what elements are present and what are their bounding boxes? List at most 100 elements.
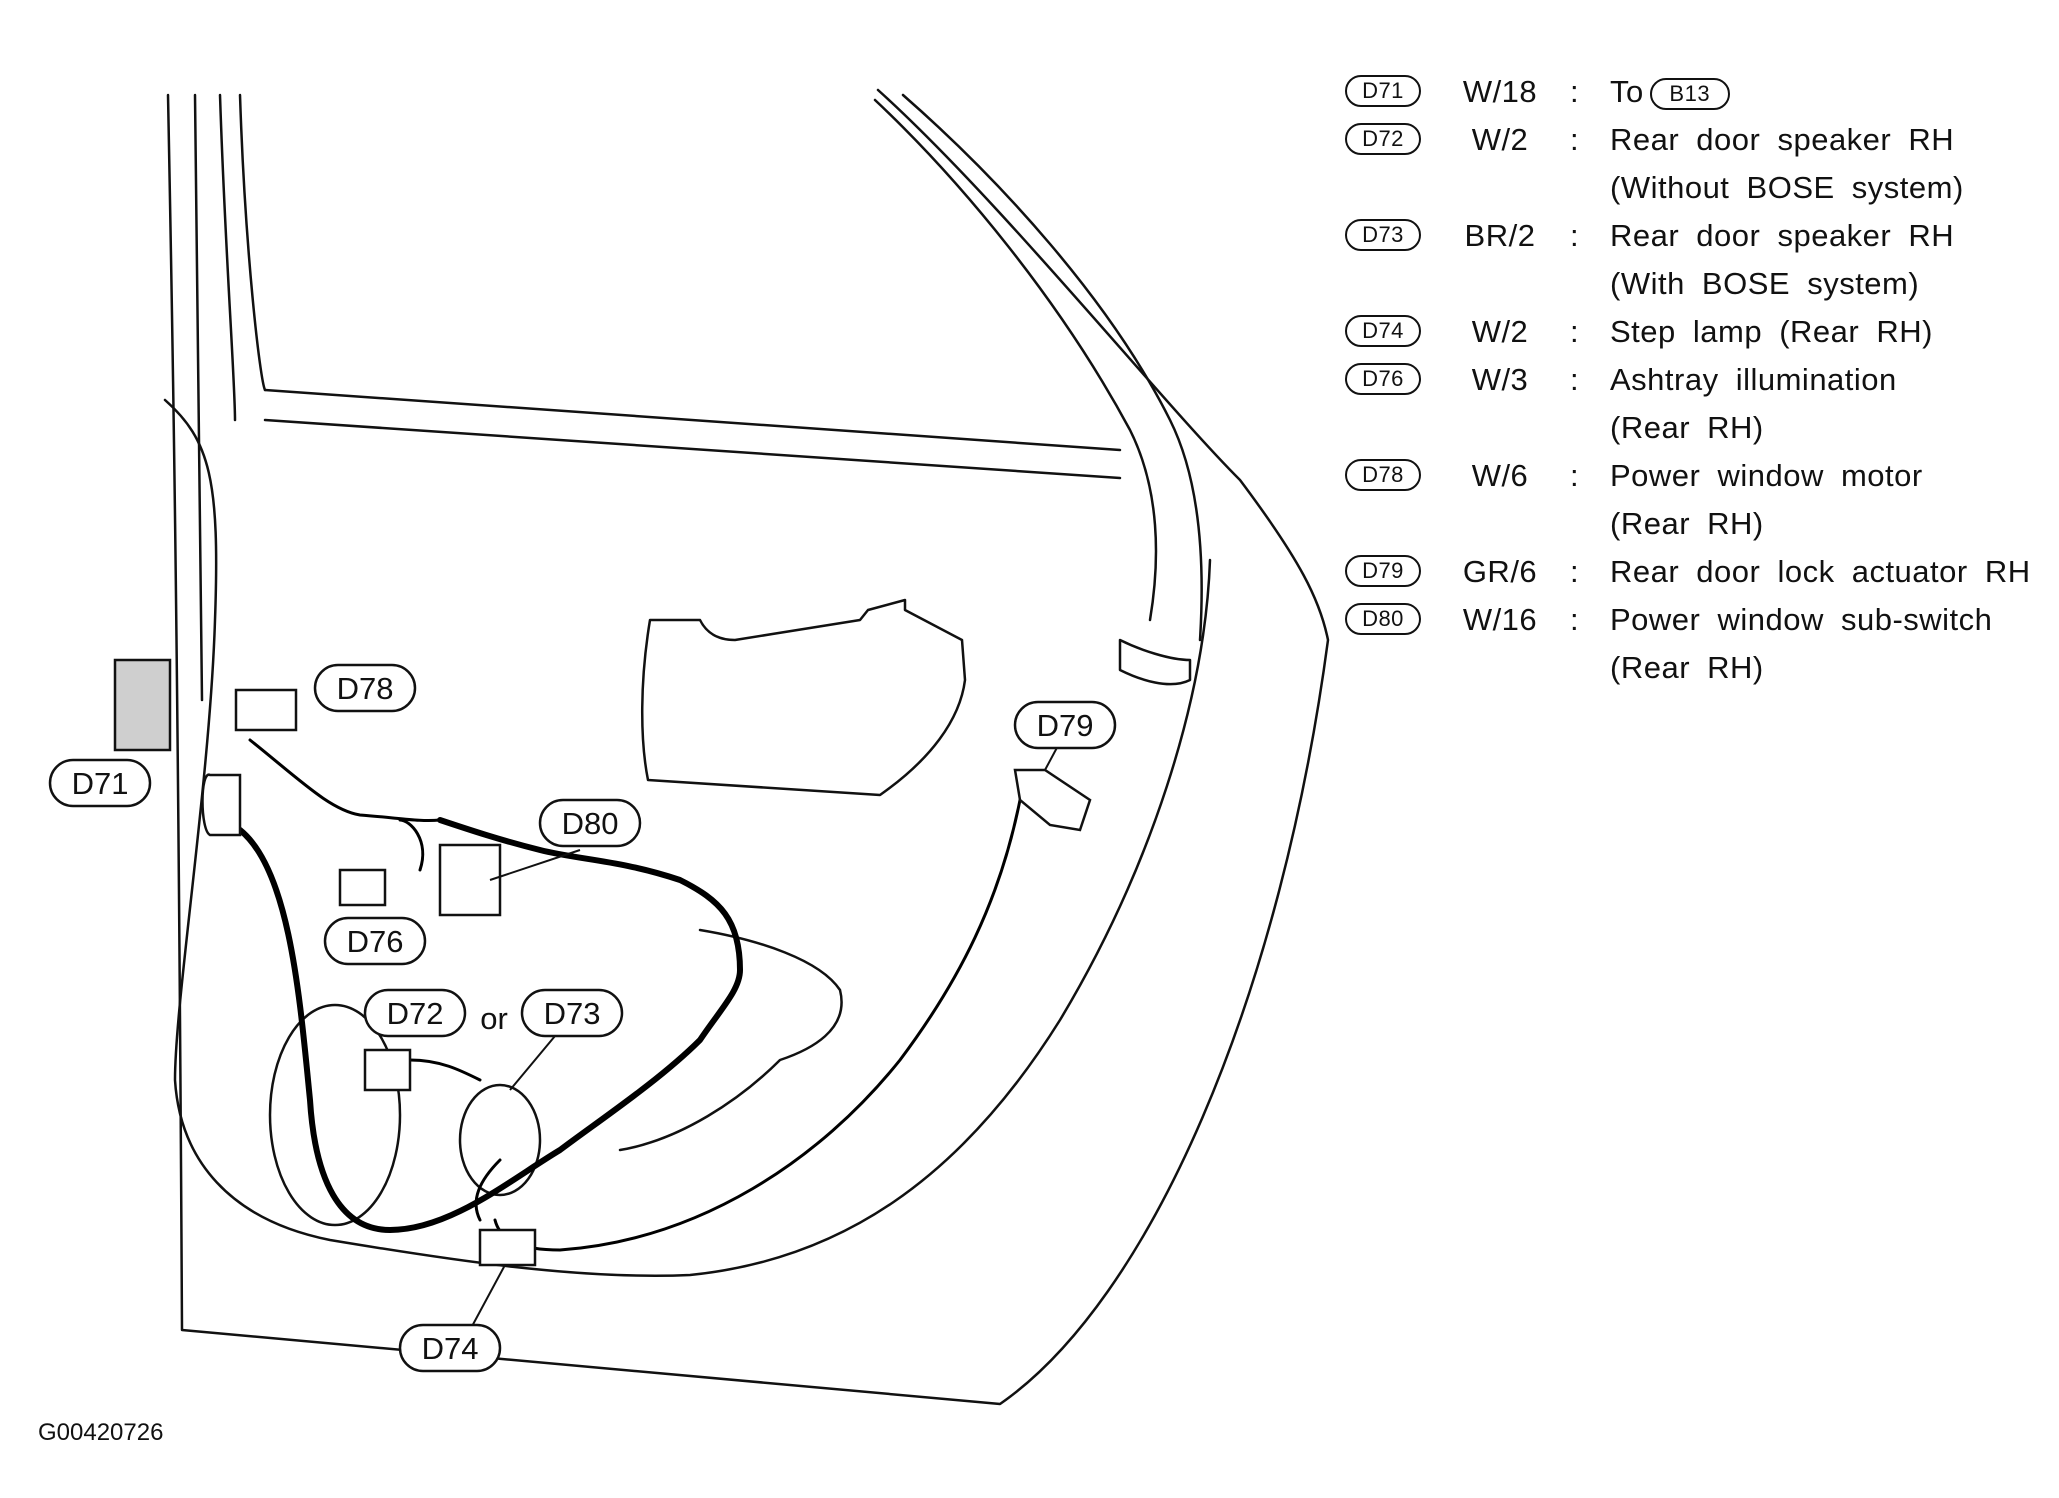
d79-connector [1013, 768, 1092, 832]
d71-connector [113, 658, 172, 752]
callout-d80: D80 [538, 798, 642, 848]
door-outline [166, 88, 1330, 1406]
callout-d76: D76 [323, 916, 427, 966]
legend-row-d72: D72 W/2 : Rear door speaker RH (Without … [1340, 118, 2040, 214]
leader-d74 [469, 1264, 506, 1331]
wire-to-d74 [474, 1158, 502, 1222]
legend-wire: BR/2 [1464, 218, 1536, 253]
legend-colon: : [1570, 218, 1580, 253]
d74-connector [478, 1228, 537, 1267]
legend-code: D74 [1345, 315, 1421, 347]
legend-desc-line2: (Rear RH) [1610, 410, 1764, 445]
legend-desc-line1: Ashtray illumination [1610, 362, 1897, 397]
wire-to-d72 [408, 1058, 482, 1082]
speaker-ring [458, 1083, 542, 1197]
svg-text:D78: D78 [337, 671, 394, 706]
legend-desc-line1: Rear door speaker RH [1610, 218, 1955, 253]
legend-code: D73 [1345, 219, 1421, 251]
legend-desc-line1: To [1610, 74, 1644, 109]
inner-panel [163, 398, 1212, 1278]
callout-d74: D74 [398, 1323, 502, 1373]
legend-to-connector: B13 [1649, 77, 1730, 110]
legend-code: D72 [1345, 123, 1421, 155]
leader-d73 [509, 1029, 561, 1091]
callout-or: or [480, 1001, 508, 1036]
legend-row-d80: D80 W/16 : Power window sub-switch (Rear… [1340, 598, 2040, 694]
window-frame-inner [873, 98, 1158, 622]
svg-text:D76: D76 [347, 924, 404, 959]
legend-code: D71 [1345, 75, 1421, 107]
legend-desc-line2: (Rear RH) [1610, 506, 1764, 541]
legend-desc-line1: Power window motor [1610, 458, 1923, 493]
legend-row-d76: D76 W/3 : Ashtray illumination (Rear RH) [1340, 358, 2040, 454]
legend-desc: Rear door speaker RH (Without BOSE syste… [1610, 116, 1964, 212]
d71-boot [201, 773, 242, 837]
legend-code: D80 [1345, 603, 1421, 635]
legend-desc-line2: (Rear RH) [1610, 650, 1764, 685]
svg-text:D79: D79 [1037, 708, 1094, 743]
legend-colon: : [1570, 74, 1580, 109]
legend-desc: Ashtray illumination (Rear RH) [1610, 356, 1897, 452]
wire-to-d78 [248, 738, 442, 823]
window-frame-outer [901, 93, 1203, 642]
wire-to-d80 [398, 818, 425, 872]
d76-connector [338, 868, 387, 907]
legend-code: D78 [1345, 459, 1421, 491]
legend-colon: : [1570, 602, 1580, 637]
callout-d79: D79 [1013, 700, 1117, 750]
legend-colon: : [1570, 314, 1580, 349]
legend-wire: W/2 [1471, 122, 1529, 157]
svg-text:D72: D72 [387, 996, 444, 1031]
legend-colon: : [1570, 554, 1580, 589]
legend-colon: : [1570, 458, 1580, 493]
legend-desc-line1: Rear door lock actuator RH [1610, 554, 2031, 589]
legend-desc-line2: (Without BOSE system) [1610, 170, 1964, 205]
legend-desc: Rear door lock actuator RH [1610, 548, 2031, 596]
d72-connector [363, 1048, 412, 1092]
window-sill [263, 388, 1122, 480]
legend-desc-line2: (With BOSE system) [1610, 266, 1920, 301]
legend-wire: W/18 [1462, 74, 1538, 109]
legend-row-d74: D74 W/2 : Step lamp (Rear RH) [1340, 310, 2040, 358]
door-frame-inner-3 [238, 93, 267, 392]
leader-d80 [489, 849, 581, 881]
callout-d71: D71 [48, 758, 152, 808]
legend-wire: W/3 [1471, 362, 1529, 397]
speaker-loop [268, 1003, 402, 1227]
legend-wire: W/16 [1462, 602, 1538, 637]
legend-desc: Step lamp (Rear RH) [1610, 308, 1933, 356]
legend-desc: Rear door speaker RH (With BOSE system) [1610, 212, 1954, 308]
legend-desc-line1: Rear door speaker RH [1610, 122, 1955, 157]
latch-hook [1118, 638, 1192, 686]
svg-text:D73: D73 [544, 996, 601, 1031]
legend-wire: W/6 [1471, 458, 1529, 493]
legend-code: D76 [1345, 363, 1421, 395]
svg-text:D74: D74 [422, 1331, 479, 1366]
callout-d72: D72 [363, 988, 467, 1038]
d78-connector [234, 688, 298, 732]
legend-wire: W/2 [1471, 314, 1529, 349]
harness-main [237, 817, 743, 1233]
legend-desc: Power window sub-switch (Rear RH) [1610, 596, 1992, 692]
legend-desc-line1: Step lamp (Rear RH) [1610, 314, 1933, 349]
armrest-cutout [640, 598, 967, 797]
legend-row-d79: D79 GR/6 : Rear door lock actuator RH [1340, 550, 2040, 598]
legend-row-d73: D73 BR/2 : Rear door speaker RH (With BO… [1340, 214, 2040, 310]
legend-wire: GR/6 [1462, 554, 1538, 589]
wire-to-d79 [493, 798, 1022, 1252]
legend-row-d78: D78 W/6 : Power window motor (Rear RH) [1340, 454, 2040, 550]
callout-d73: D73 [520, 988, 624, 1038]
svg-text:D71: D71 [72, 766, 129, 801]
legend-colon: : [1570, 122, 1580, 157]
legend-desc: Power window motor (Rear RH) [1610, 452, 1923, 548]
figure-id: G00420726 [38, 1419, 163, 1446]
legend-code: D79 [1345, 555, 1421, 587]
door-frame-inner-1 [193, 93, 204, 702]
svg-text:D80: D80 [562, 806, 619, 841]
legend-desc-line1: Power window sub-switch [1610, 602, 1993, 637]
callout-d78: D78 [313, 663, 417, 713]
speaker-cavity [618, 928, 843, 1152]
